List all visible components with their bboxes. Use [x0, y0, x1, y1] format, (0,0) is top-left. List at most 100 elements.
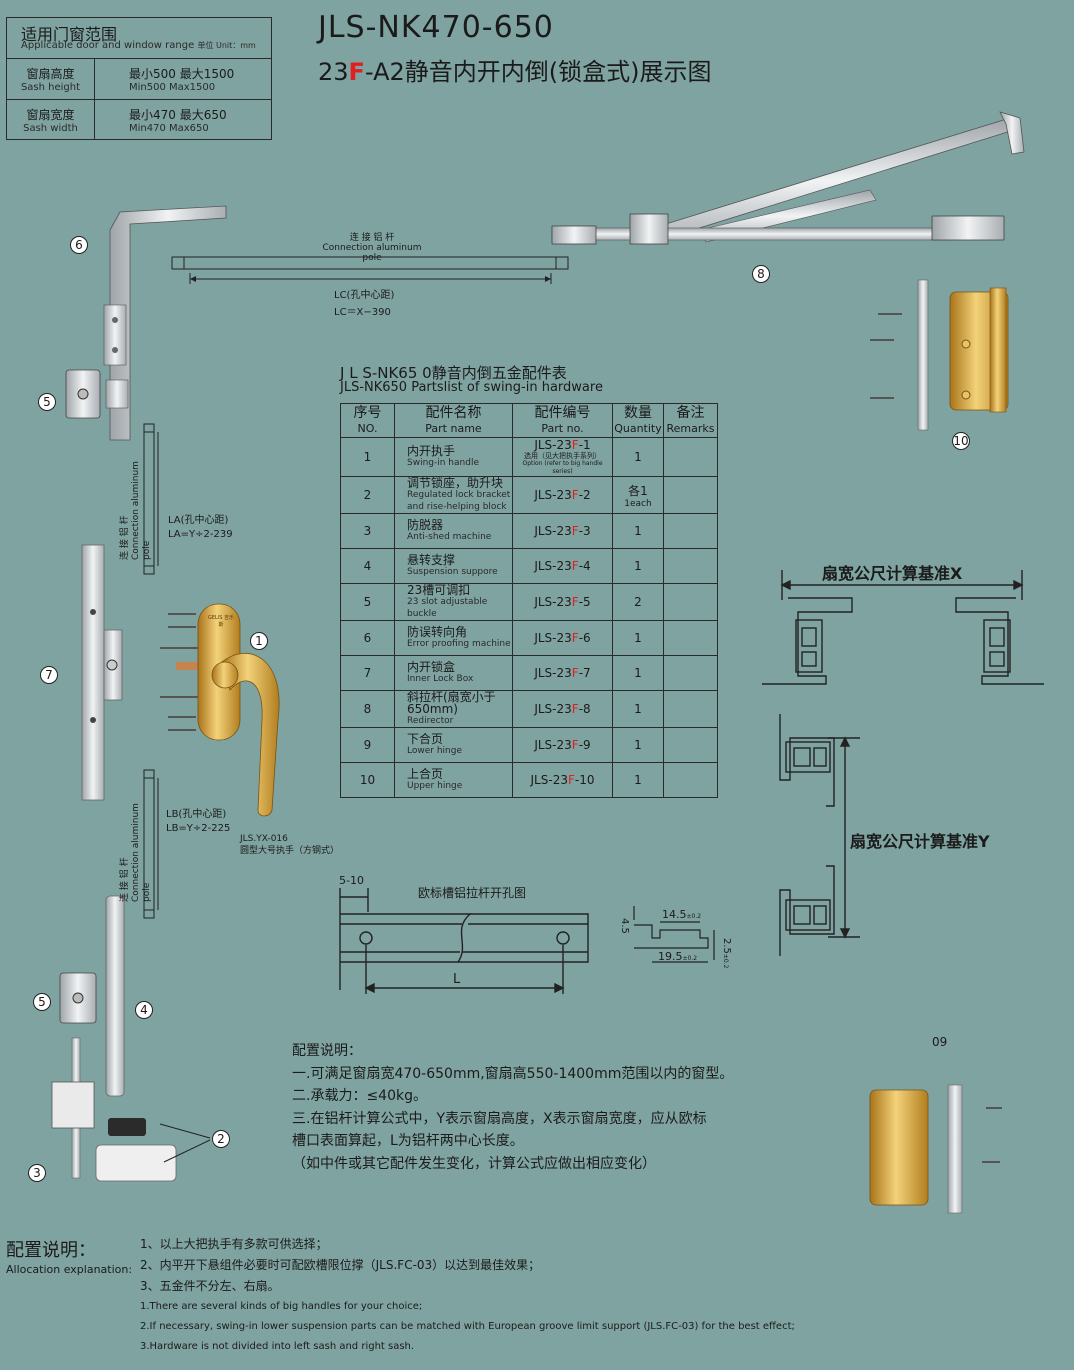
config-note-line: 三.在铝杆计算公式中，Y表示窗扇高度，X表示窗扇宽度，应从欧标 — [292, 1110, 707, 1127]
qty-value: 1 — [634, 559, 642, 573]
groove-dim-b: 14.5±0.2 — [662, 908, 701, 921]
pn-note-en: Option (refer to big handle series) — [522, 460, 603, 475]
cell-part-no: JLS-23F-8 — [512, 690, 613, 728]
pn-post: -6 — [578, 631, 591, 645]
range-label-zh: 窗扇高度 — [26, 67, 75, 81]
handle-spindle — [176, 662, 202, 670]
groove-dim-c-val: 19.5 — [658, 950, 683, 963]
callout-1: 1 — [250, 632, 268, 650]
th-en: NO. — [357, 421, 378, 435]
qty-value: 1 — [634, 524, 642, 538]
top-connection-pole — [171, 256, 569, 284]
cell-remarks — [663, 513, 718, 549]
slot-drawing-L: L — [453, 972, 461, 987]
pn-red: F — [571, 559, 579, 573]
model-title: JLS-NK470-650 — [318, 10, 554, 45]
table-title-zh: J L S-NK65 0静音内倒五金配件表 — [340, 364, 567, 382]
cell-name-zh: 悬转支撑 — [407, 553, 456, 567]
allocation-subtitle: Allocation explanation: — [6, 1263, 133, 1276]
cell-qty: 1 — [612, 620, 664, 656]
allocation-zh-line: 1、以上大把执手有多款可供选择； — [140, 1237, 328, 1251]
callout-7: 7 — [40, 666, 58, 684]
pn-red: F — [571, 666, 579, 680]
upper-hinge-10 — [870, 279, 1009, 431]
stay-arm-8 — [551, 111, 1025, 245]
allocation-zh-line: 3、五金件不分左、右扇。 — [140, 1279, 280, 1293]
range-row-value: 最小500 最大1500 Min500 Max1500 — [129, 59, 234, 93]
qty-value: 1 — [634, 450, 642, 464]
th-zh: 备注 — [676, 404, 705, 421]
cell-part-no: JLS-23F-5 — [512, 583, 613, 621]
cell-part-no: JLS-23F-7 — [512, 655, 613, 691]
cell-name-en: Regulated lock bracket and rise-helping … — [407, 490, 511, 512]
lb-pole-zh: 连 接 铝 杆 — [120, 857, 130, 902]
range-label-en: Sash height — [20, 82, 81, 93]
th-zh: 配件编号 — [534, 404, 591, 421]
cell-no: 4 — [340, 548, 395, 584]
cell-name-zh: 调节锁座，助升块 — [407, 476, 504, 490]
qty-value: 1 — [634, 631, 642, 645]
pn-red: F — [571, 595, 579, 609]
range-title-en: Applicable door and window range 单位 Unit… — [21, 40, 256, 51]
allocation-zh-line: 2、内平开下悬组件必要时可配欧槽限位撑（JLS.FC-03）以达到最佳效果； — [140, 1258, 541, 1272]
cell-remarks — [663, 727, 718, 763]
qty-value: 1 — [634, 738, 642, 752]
pn-pre: JLS-23 — [534, 488, 572, 502]
th-en: Quantity — [614, 421, 662, 435]
pn-red: F — [571, 738, 579, 752]
handle-caption: JLS.YX-016 圆型大号执手（方钢式） — [240, 833, 339, 857]
cell-name-en: Upper hinge — [407, 781, 463, 791]
cell-qty: 1 — [612, 548, 664, 584]
groove-dim-b-tol: ±0.2 — [686, 913, 702, 920]
pn-pre: JLS-23 — [534, 738, 572, 752]
cell-remarks — [663, 548, 718, 584]
range-value-en: Min470 Max650 — [129, 123, 209, 134]
cell-remarks — [663, 437, 718, 477]
pn-post: -3 — [578, 524, 591, 538]
cell-remarks — [663, 655, 718, 691]
cell-part-no: JLS-23F-4 — [512, 548, 613, 584]
pn-red: F — [571, 488, 579, 502]
slot-drawing-title: 欧标槽铝拉杆开孔图 — [418, 886, 527, 900]
pn-red: F — [571, 438, 579, 452]
groove-dims-drawing — [633, 906, 715, 963]
cell-name-en: 23 slot adjustable buckle — [407, 597, 488, 619]
lc-labels: LC(孔中心距) LC＝X−390 — [334, 287, 394, 321]
pn-pre: JLS-23 — [534, 559, 572, 573]
pn-post: -4 — [578, 559, 591, 573]
cell-name-zh: 内开锁盒 — [407, 660, 456, 674]
handle-screws — [160, 613, 198, 731]
slot-hole-drawing — [339, 888, 589, 994]
cell-name-en: Redirector — [407, 716, 454, 726]
qty-value: 1 — [634, 773, 642, 787]
lock-box-7 — [81, 544, 123, 801]
range-row-width: 窗扇宽度 Sash width 最小470 最大650 Min470 Max65… — [7, 99, 271, 140]
pn-post: -7 — [578, 666, 591, 680]
pn-post: -2 — [578, 488, 591, 502]
pn-red: F — [571, 702, 579, 716]
handle-1 — [197, 603, 280, 817]
groove-dim-d: 2.5±0.2 — [721, 938, 732, 968]
handle-desc: 圆型大号执手（方钢式） — [240, 846, 340, 856]
profile-y-drawing — [779, 714, 860, 956]
lower-hinge-9 — [869, 1084, 1002, 1214]
range-value-zh: 最小500 最大1500 — [129, 67, 235, 81]
callout-6: 6 — [70, 236, 88, 254]
pn-post: -10 — [574, 773, 595, 787]
cell-no: 5 — [340, 583, 395, 621]
allocation-en-line: 1.There are several kinds of big handles… — [140, 1301, 423, 1312]
cell-name-en: Lower hinge — [407, 746, 462, 756]
cell-remarks — [663, 690, 718, 728]
cell-qty: 1 — [612, 690, 664, 728]
